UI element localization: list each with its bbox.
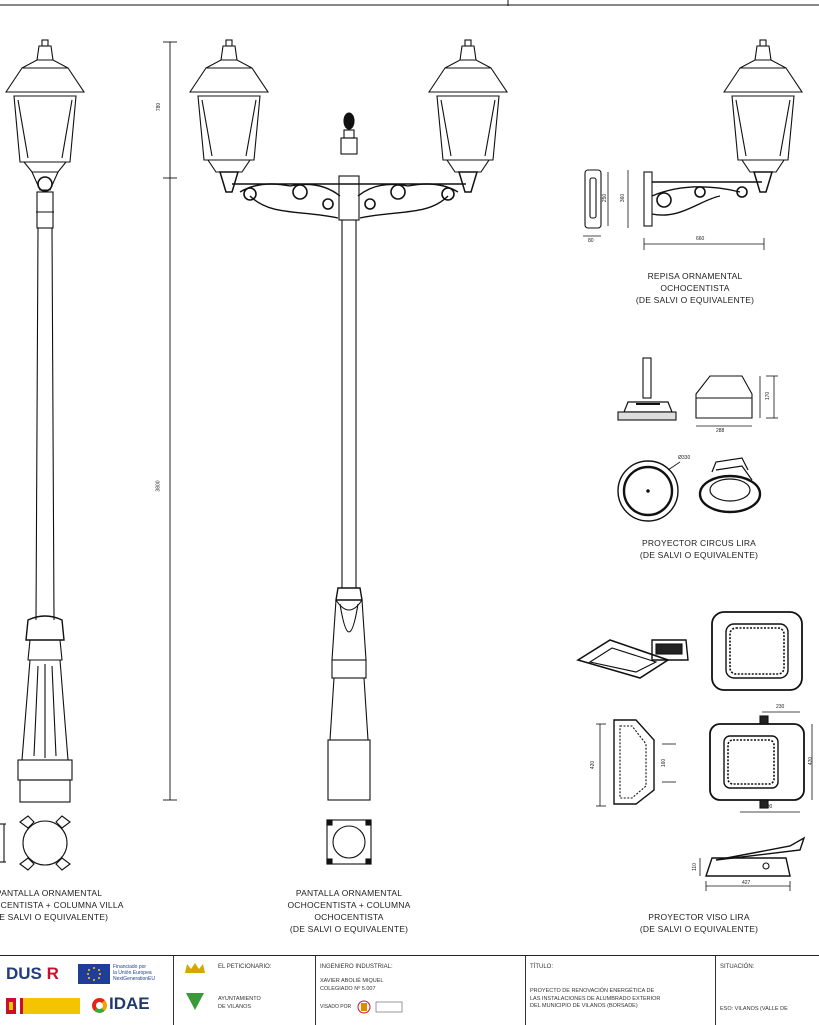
location-label: SITUACIÓN: [720, 964, 755, 970]
dim-bracket-width: 660 [696, 236, 705, 242]
logos-cell: DUS R Financiado por la Unión Europea Ne… [0, 956, 174, 1025]
dim-viso-w: 230 [776, 704, 785, 710]
dim-circus-diameter: Ø330 [678, 455, 691, 461]
lantern-column-double [188, 39, 509, 865]
dim-column-height: 3800 [155, 480, 162, 492]
height-dimension-line [163, 41, 177, 801]
municipal-crown-icon [185, 963, 205, 973]
lantern-column-villa [0, 39, 86, 871]
title-block: DUS R Financiado por la Unión Europea Ne… [0, 955, 819, 1025]
project-title: PROYECTO DE RENOVACIÓN ENERGÉTICA DE LAS… [530, 988, 661, 1009]
dim-viso-base-w: 427 [742, 880, 751, 886]
idae-logo: IDAE [92, 994, 150, 1014]
owner-label: EL PETICIONARIO: [218, 964, 272, 970]
location-cell: SITUACIÓN: ESO: VILANOS (VALLE DE [716, 956, 819, 1025]
dim-bracket-depth: 80 [588, 238, 594, 244]
municipal-shield-icon [186, 993, 204, 1010]
spain-government-logo [6, 998, 80, 1014]
idae-mark-icon [92, 998, 107, 1013]
caption-lantern-column-villa: PANTALLA ORNAMENTAL OCHOCENTISTA + COLUM… [0, 888, 124, 922]
engineer-label: INGENIERO INDUSTRIAL: [320, 964, 393, 970]
dim-viso-side-depth: 160 [661, 758, 668, 768]
visado-stamp-icon [357, 1000, 403, 1014]
caption-lantern-column-double: PANTALLA ORNAMENTAL OCHOCENTISTA + COLUM… [287, 888, 411, 934]
dim-viso-side: 420 [590, 760, 597, 770]
dus-logo: DUS R [6, 964, 59, 983]
caption-projector-viso: PROYECTOR VISO LIRA (DE SALVI O EQUIVALE… [639, 912, 759, 934]
dim-viso-h: 420 [808, 756, 815, 766]
caption-projector-circus: PROYECTOR CIRCUS LIRA (DE SALVI O EQUIVA… [639, 538, 759, 560]
projector-circus [617, 357, 778, 522]
engineer-cell: INGENIERO INDUSTRIAL: XAVIER ABOLIÉ MIQU… [316, 956, 526, 1025]
eu-flag-icon [78, 964, 110, 984]
dim-lantern-height: 780 [156, 102, 163, 112]
dim-bracket-h1: 250 [602, 193, 609, 203]
drawing-area [0, 0, 819, 891]
dim-bracket-h2: 360 [620, 193, 627, 203]
stamp-text: Visado por [320, 1004, 352, 1010]
eu-funding-text: Financiado por la Unión Europea NextGene… [113, 964, 155, 982]
project-label: TÍTULO: [530, 964, 554, 970]
dim-viso-base-h: 110 [691, 863, 698, 871]
wall-bracket [583, 39, 804, 250]
projector-viso [576, 611, 813, 891]
dim-circus-width: 288 [716, 428, 725, 434]
project-cell: TÍTULO: PROYECTO DE RENOVACIÓN ENERGÉTIC… [526, 956, 716, 1025]
dim-circus-height: 170 [765, 391, 772, 401]
caption-wall-bracket: REPISA ORNAMENTAL OCHOCENTISTA (DE SALVI… [635, 271, 755, 305]
dim-viso-d: 300 [764, 804, 773, 810]
location-value: ESO: VILANOS (VALLE DE [720, 1006, 788, 1012]
